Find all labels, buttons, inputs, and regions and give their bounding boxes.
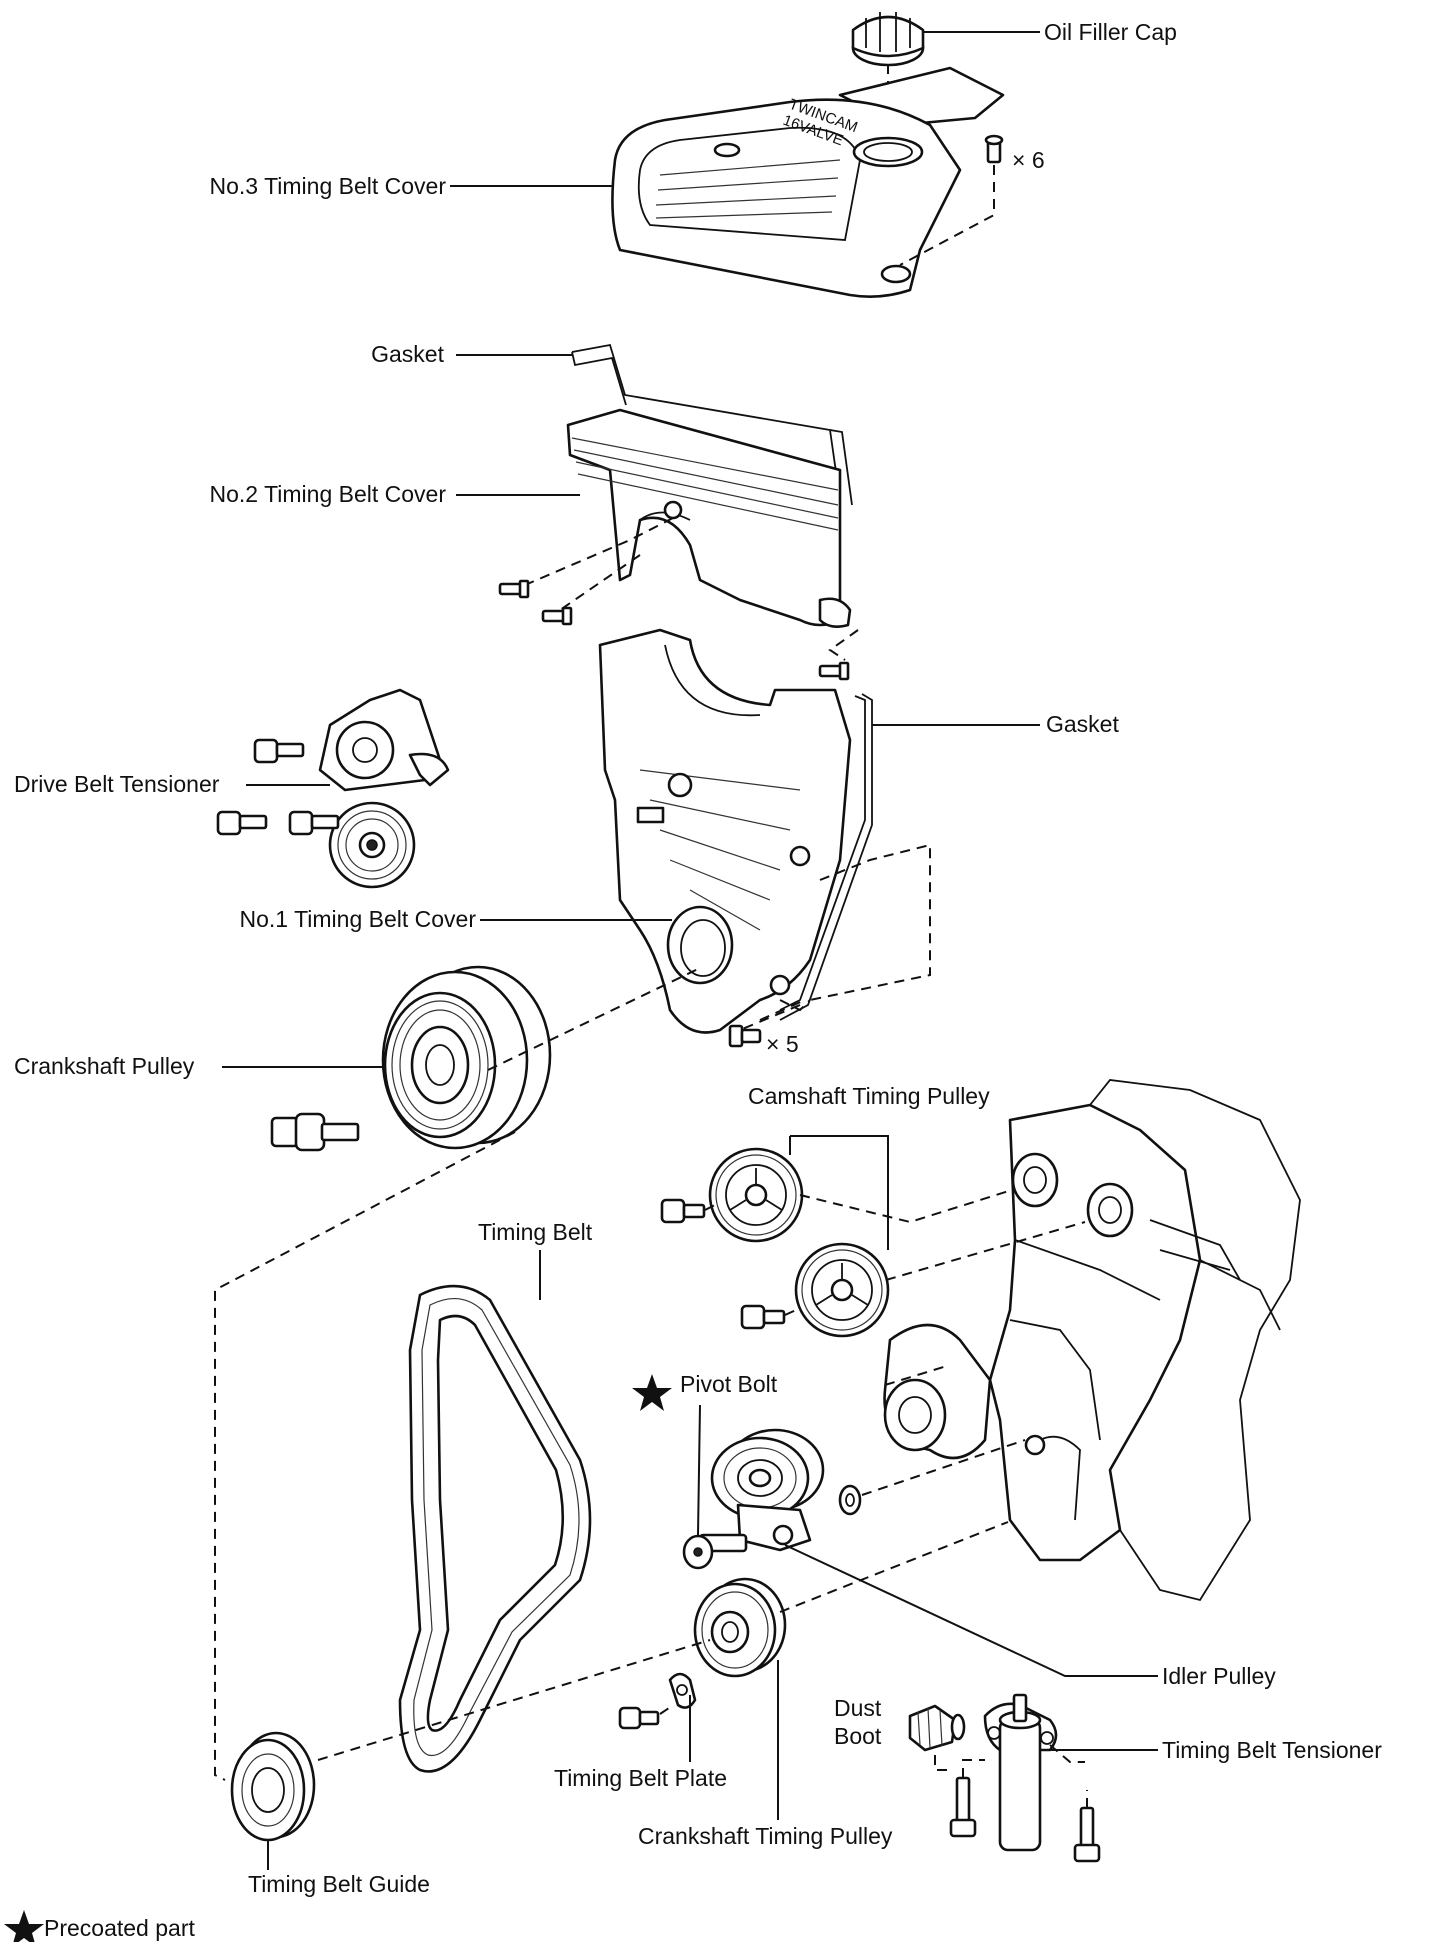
crankshaft-pulley [381, 965, 552, 1150]
timing-belt-tensioner [983, 1693, 1058, 1852]
bolt-x5 [728, 1024, 762, 1048]
label-count-6: × 6 [1012, 147, 1045, 173]
crankshaft-pulley-bolt [270, 1112, 360, 1152]
label-timing-belt-tensioner: Timing Belt Tensioner [1162, 1737, 1382, 1763]
label-timing-belt: Timing Belt [478, 1219, 593, 1245]
dust-boot [908, 1704, 966, 1752]
label-camshaft-timing-pulley: Camshaft Timing Pulley [748, 1083, 990, 1109]
label-gasket-right: Gasket [1046, 711, 1119, 737]
no1-timing-belt-cover [598, 628, 852, 1034]
drive-tensioner-bolt-b [216, 810, 268, 836]
camshaft-timing-pulley-a [708, 1147, 804, 1243]
label-timing-belt-plate: Timing Belt Plate [554, 1765, 727, 1791]
legend-precoated-part: Precoated part [44, 1915, 195, 1941]
label-dust-boot-line1: Dust [834, 1695, 882, 1721]
pivot-bolt [682, 1533, 748, 1570]
star-icon [632, 1374, 672, 1411]
label-crankshaft-timing-pulley: Crankshaft Timing Pulley [638, 1823, 893, 1849]
screw-no2-c [818, 661, 850, 681]
gasket-top [571, 343, 853, 506]
label-crankshaft-pulley: Crankshaft Pulley [14, 1053, 195, 1079]
no3-timing-belt-cover: TWINCAM 16VALVE [611, 66, 1005, 298]
legend-star-icon [4, 1910, 44, 1942]
camshaft-timing-pulley-b [794, 1242, 890, 1338]
camshaft-bolt-b [740, 1304, 786, 1330]
label-count-5: × 5 [766, 1031, 799, 1057]
bolt-x6 [984, 134, 1004, 164]
screw-no2-a [498, 579, 530, 599]
water-pump [883, 1323, 992, 1460]
label-no2-timing-belt-cover: No.2 Timing Belt Cover [210, 481, 447, 507]
tensioner-bolt-a [949, 1776, 977, 1838]
screw-no2-b [541, 606, 573, 626]
label-pivot-bolt: Pivot Bolt [680, 1371, 778, 1397]
leader-lines [222, 31, 1158, 1870]
label-timing-belt-guide: Timing Belt Guide [248, 1871, 430, 1897]
label-dust-boot-line2: Boot [834, 1723, 882, 1749]
tensioner-bolt-b [1073, 1806, 1101, 1863]
drive-tensioner-bolt-a [253, 738, 305, 764]
label-idler-pulley: Idler Pulley [1162, 1663, 1276, 1689]
drive-belt-tensioner [318, 688, 450, 889]
oil-filler-cap [851, 12, 925, 67]
no2-timing-belt-cover [566, 408, 852, 628]
engine-block [988, 1079, 1301, 1602]
timing-belt-plate-bolt [618, 1706, 660, 1730]
crankshaft-timing-pulley [693, 1577, 787, 1678]
label-drive-belt-tensioner: Drive Belt Tensioner [14, 771, 220, 797]
idler-washer [838, 1484, 862, 1516]
label-gasket-top: Gasket [371, 341, 444, 367]
timing-belt-plate [668, 1672, 697, 1709]
timing-belt [398, 1284, 592, 1773]
drive-tensioner-bolt-c [288, 810, 340, 836]
timing-belt-guide [230, 1731, 316, 1842]
label-oil-filler-cap: Oil Filler Cap [1044, 19, 1177, 45]
camshaft-bolt-a [660, 1198, 706, 1224]
label-no3-timing-belt-cover: No.3 Timing Belt Cover [210, 173, 447, 199]
label-no1-timing-belt-cover: No.1 Timing Belt Cover [240, 906, 477, 932]
idler-pulley [710, 1428, 825, 1552]
